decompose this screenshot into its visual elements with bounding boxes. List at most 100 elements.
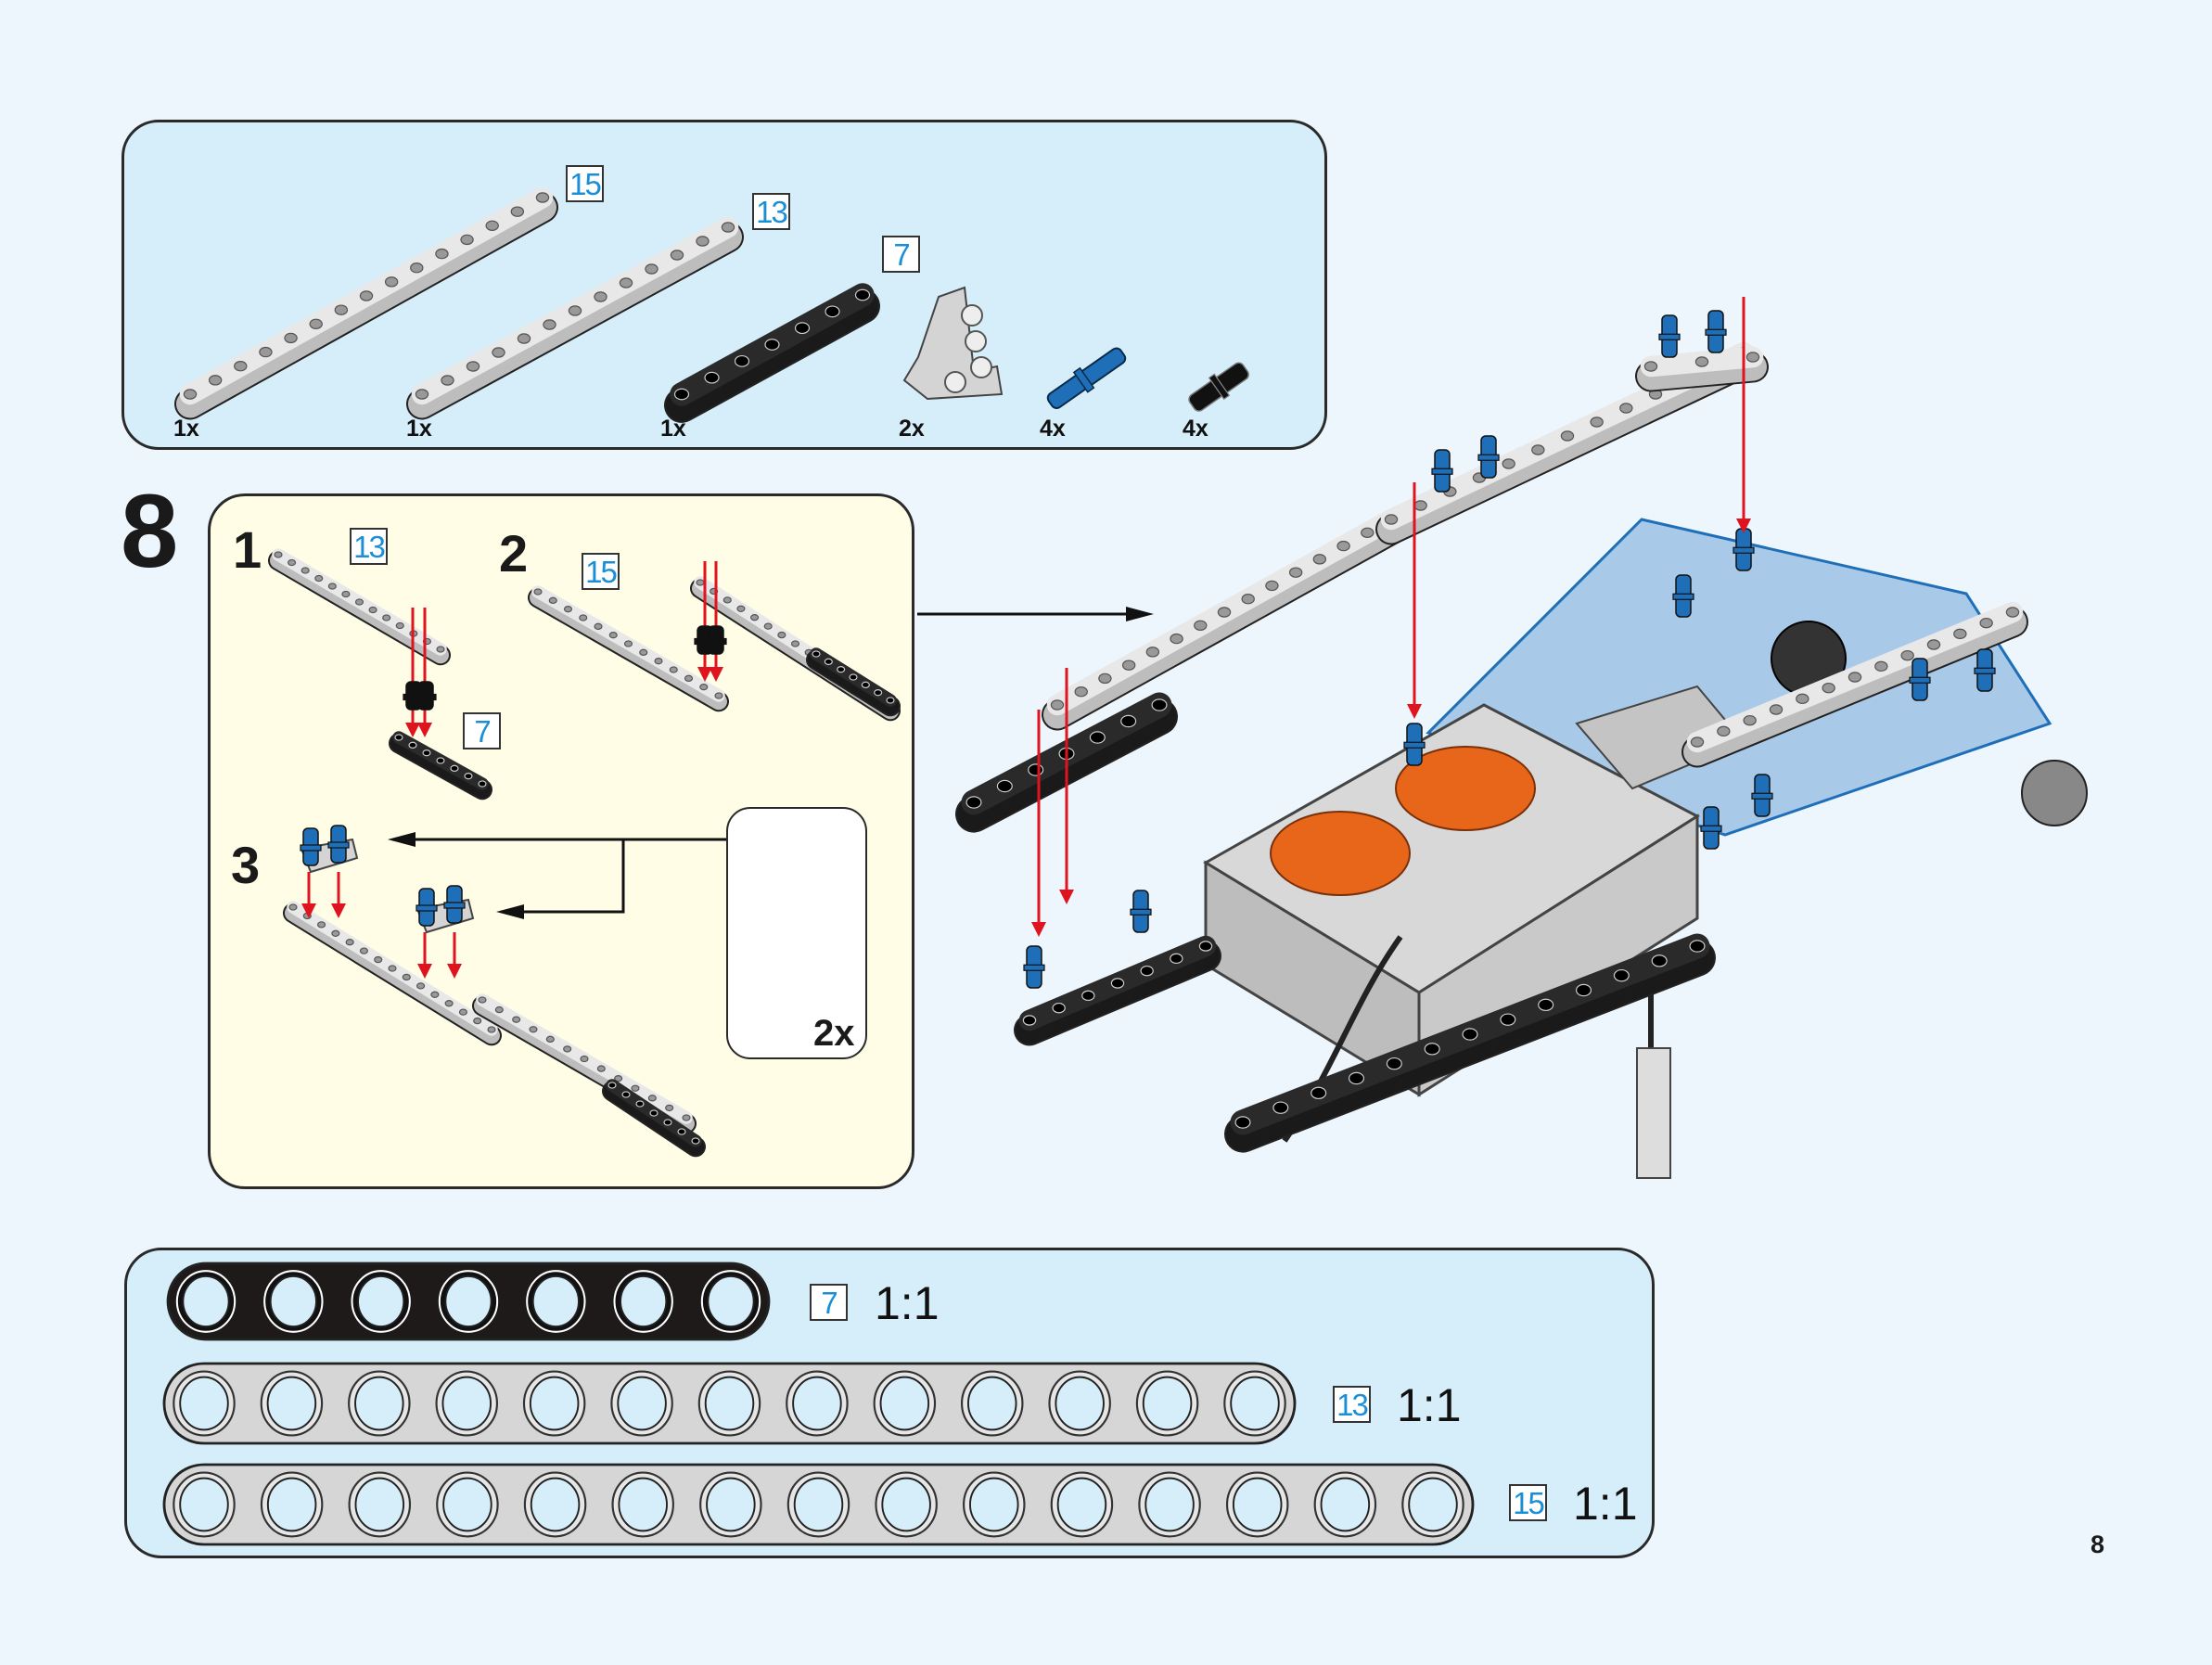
beam-hole bbox=[1081, 990, 1095, 1002]
beam-hole bbox=[1230, 1376, 1280, 1431]
beam-hole bbox=[334, 304, 349, 315]
beam-hole bbox=[288, 903, 298, 911]
orange-motor-hub bbox=[1395, 746, 1536, 831]
beam-hole bbox=[359, 290, 374, 301]
black-pin bbox=[415, 681, 437, 711]
part-quantity: 1x bbox=[173, 416, 199, 442]
beam-hole bbox=[530, 1477, 581, 1532]
beam-hole bbox=[824, 658, 833, 665]
black-pin bbox=[705, 625, 727, 655]
pin-collar bbox=[300, 844, 322, 852]
beam-hole bbox=[763, 622, 773, 630]
pin-collar bbox=[1733, 546, 1755, 554]
part-blue-axle-pin bbox=[1046, 347, 1127, 410]
beam-hole bbox=[543, 319, 556, 330]
beam-hole bbox=[408, 741, 417, 749]
beam-hole bbox=[1531, 444, 1545, 455]
beam-hole bbox=[1694, 356, 1709, 367]
beam-hole bbox=[790, 640, 800, 647]
beam-hole bbox=[682, 1114, 691, 1121]
beam-hole bbox=[441, 1376, 492, 1431]
beam-hole bbox=[1413, 500, 1427, 511]
part-quantity: 2x bbox=[899, 416, 925, 442]
arrow-head bbox=[1059, 890, 1074, 904]
pin-collar bbox=[1403, 741, 1426, 749]
insert-arrow bbox=[447, 932, 462, 979]
arrow-head bbox=[1407, 704, 1422, 719]
beam-hole bbox=[563, 606, 573, 613]
beam-hole bbox=[596, 1065, 606, 1072]
beam-hole bbox=[620, 1275, 668, 1327]
beam-hole bbox=[1408, 1477, 1458, 1532]
assembly-beam-15 bbox=[1042, 508, 1407, 731]
beam-hole bbox=[345, 939, 354, 946]
beam-hole bbox=[579, 614, 588, 621]
beam-hole bbox=[965, 796, 982, 809]
beam-hole bbox=[706, 1477, 756, 1532]
beam-hole bbox=[580, 1055, 589, 1063]
beam-hole bbox=[415, 389, 429, 400]
assembly-angled-beam bbox=[1635, 346, 1769, 392]
substep3-beam-13 bbox=[472, 993, 697, 1134]
beam-hole bbox=[395, 621, 404, 630]
beam-hole bbox=[1120, 714, 1137, 728]
beam-hole bbox=[734, 354, 750, 367]
scale-ratio: 1:1 bbox=[1573, 1478, 1638, 1530]
beam-hole bbox=[1170, 633, 1183, 645]
substep-inset-panel bbox=[726, 807, 867, 1059]
inset-quantity: 2x bbox=[813, 1013, 855, 1054]
beam-hole bbox=[1265, 580, 1279, 592]
pin-collar bbox=[443, 902, 466, 909]
beam-hole bbox=[1241, 594, 1255, 605]
page-number: 8 bbox=[2091, 1531, 2105, 1558]
beam-hole bbox=[849, 673, 858, 681]
pin-collar bbox=[705, 637, 727, 646]
beam-hole bbox=[234, 361, 248, 372]
beam-hole bbox=[1643, 361, 1658, 372]
scale-beam-15-body bbox=[162, 1463, 1475, 1546]
pin-collar bbox=[1023, 964, 1045, 971]
beam-hole bbox=[631, 1084, 640, 1092]
blue-pin bbox=[1974, 648, 1996, 692]
beam-hole bbox=[608, 632, 618, 639]
beam-hole bbox=[1336, 540, 1350, 552]
arrow-head bbox=[405, 723, 420, 737]
beam-hole bbox=[1052, 1002, 1066, 1014]
beam-hole bbox=[1690, 736, 1705, 748]
beam-hole bbox=[677, 1128, 686, 1135]
beam-hole bbox=[485, 220, 499, 231]
beam-hole bbox=[183, 389, 198, 400]
pin-collar bbox=[415, 693, 437, 701]
beam-hole bbox=[1194, 620, 1208, 631]
beam-hole bbox=[368, 606, 377, 614]
beam-hole bbox=[535, 192, 550, 203]
beam-hole bbox=[473, 1017, 482, 1025]
beam-hole bbox=[777, 631, 786, 639]
beam-hole bbox=[970, 356, 992, 378]
beam-hole bbox=[825, 305, 840, 318]
beam-hole bbox=[594, 291, 607, 302]
arrow-head bbox=[697, 667, 712, 682]
beam-hole bbox=[374, 955, 383, 964]
beam-hole bbox=[879, 1376, 930, 1431]
part-length-label: 13 bbox=[752, 193, 790, 230]
beam-hole bbox=[354, 598, 364, 606]
beam-hole bbox=[1110, 978, 1125, 989]
beam-hole bbox=[614, 1075, 623, 1082]
substep2-beam-7 bbox=[806, 647, 901, 717]
scale-beam-15 bbox=[162, 1463, 1475, 1546]
beam-hole bbox=[492, 347, 505, 358]
substep1-beam-13 bbox=[268, 548, 451, 666]
blue-pin bbox=[1477, 435, 1500, 479]
blue-pin bbox=[1403, 723, 1426, 766]
beam-hole bbox=[548, 596, 557, 604]
beam-hole bbox=[410, 263, 424, 274]
pin-collar bbox=[1208, 373, 1231, 401]
beam-hole bbox=[266, 1477, 317, 1532]
beam-hole bbox=[617, 1376, 667, 1431]
beam-hole bbox=[458, 1008, 467, 1016]
beam-hole bbox=[654, 658, 663, 665]
insert-arrow bbox=[1059, 668, 1074, 904]
beam-hole bbox=[545, 1035, 555, 1043]
